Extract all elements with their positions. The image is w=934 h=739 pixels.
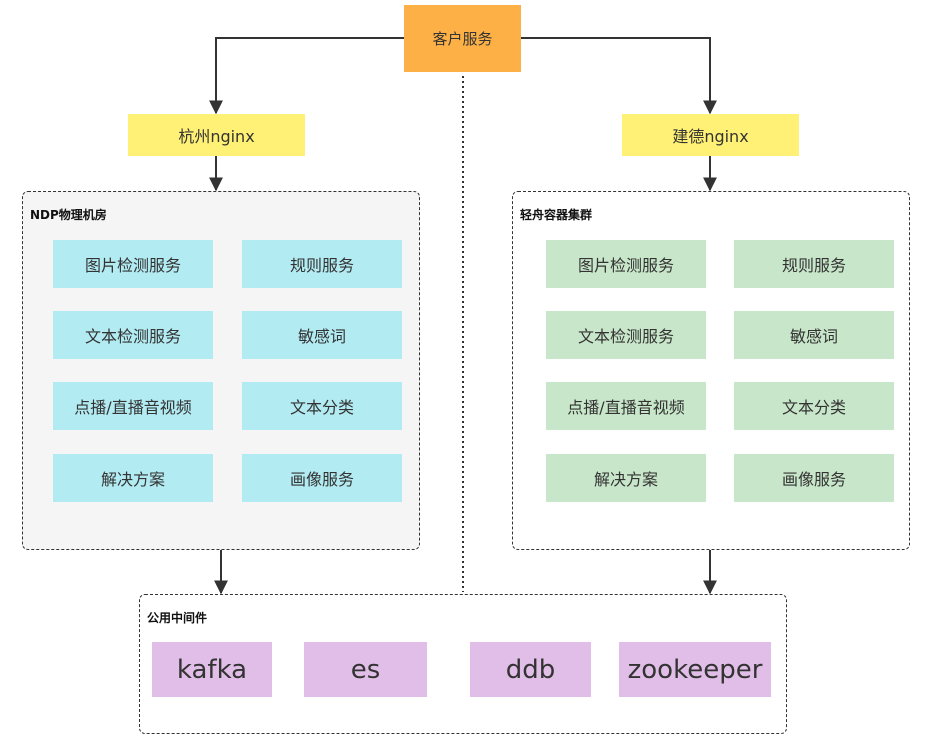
service-node: 图片检测服务 (53, 240, 213, 288)
service-node: 文本分类 (242, 382, 402, 430)
service-node: 点播/直播音视频 (546, 382, 706, 430)
service-node: 画像服务 (242, 454, 402, 502)
group-title: 公用中间件 (147, 611, 208, 625)
client-service-node: 客户服务 (404, 5, 521, 72)
service-node: 文本检测服务 (53, 311, 213, 359)
service-node: 图片检测服务 (546, 240, 706, 288)
group-title: 轻舟容器集群 (520, 208, 593, 222)
service-node: 文本检测服务 (546, 311, 706, 359)
group-title: NDP物理机房 (30, 208, 107, 222)
service-node: 敏感词 (734, 311, 894, 359)
service-node: 规则服务 (734, 240, 894, 288)
edge-client-to-hz-nginx (209, 37, 404, 115)
service-node: 点播/直播音视频 (53, 382, 213, 430)
edge-client-to-jd-nginx (521, 37, 717, 115)
ndp-machine-room-group: NDP物理机房 图片检测服务 规则服务 文本检测服务 敏感词 点播/直播音视频 … (22, 191, 420, 550)
qingzhou-container-cluster-group: 轻舟容器集群 图片检测服务 规则服务 文本检测服务 敏感词 点播/直播音视频 文… (512, 191, 910, 550)
service-node: 解决方案 (53, 454, 213, 502)
middleware-node: zookeeper (619, 642, 771, 697)
hangzhou-nginx-node: 杭州nginx (128, 114, 305, 156)
shared-middleware-group: 公用中间件 kafka es ddb zookeeper (139, 594, 787, 734)
service-node: 文本分类 (734, 382, 894, 430)
service-node: 画像服务 (734, 454, 894, 502)
jiande-nginx-node: 建德nginx (622, 114, 799, 156)
service-node: 敏感词 (242, 311, 402, 359)
middleware-node: ddb (470, 642, 591, 697)
middleware-node: kafka (152, 642, 272, 697)
service-node: 规则服务 (242, 240, 402, 288)
service-node: 解决方案 (546, 454, 706, 502)
middleware-node: es (304, 642, 427, 697)
